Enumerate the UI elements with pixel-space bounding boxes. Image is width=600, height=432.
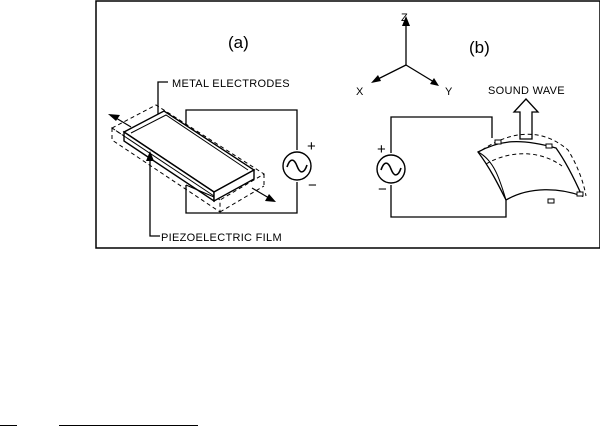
axis-triad bbox=[371, 16, 439, 86]
panel-b-label: (b) bbox=[469, 38, 490, 57]
arrow-up-icon bbox=[512, 98, 540, 140]
sound-wave-label: SOUND WAVE bbox=[488, 85, 565, 97]
piezoelectric-film-label: PIEZOELECTRIC FILM bbox=[161, 232, 282, 244]
figure-frame bbox=[95, 0, 600, 249]
axis-z-label: Z bbox=[401, 12, 408, 24]
metal-electrodes-label: METAL ELECTRODES bbox=[172, 78, 290, 90]
axis-y-label: Y bbox=[445, 86, 453, 98]
footnote-rule-long bbox=[59, 425, 198, 426]
piezoelectric-film-slab bbox=[111, 104, 265, 213]
panel-a-label: (a) bbox=[228, 33, 249, 52]
terminal-plus-b: + bbox=[377, 141, 386, 158]
ac-source-icon bbox=[282, 151, 312, 181]
footnote-rule-short bbox=[0, 425, 17, 426]
terminal-minus-b: − bbox=[378, 181, 387, 198]
axis-x-label: X bbox=[356, 86, 364, 98]
piezo-film-leader bbox=[149, 158, 160, 237]
circuit-wire-b-top bbox=[390, 116, 493, 153]
circuit-wire-b-bottom bbox=[390, 185, 507, 218]
double-arrow-icon bbox=[108, 114, 276, 202]
terminal-minus-a: − bbox=[308, 177, 317, 194]
circuit-wire-a-bottom bbox=[185, 182, 298, 214]
terminal-plus-a: + bbox=[307, 138, 316, 155]
ac-source-icon bbox=[376, 154, 406, 184]
lead-bottom bbox=[185, 184, 215, 198]
curved-piezo-film bbox=[477, 133, 587, 204]
piezo-film-arrowhead bbox=[146, 151, 154, 161]
